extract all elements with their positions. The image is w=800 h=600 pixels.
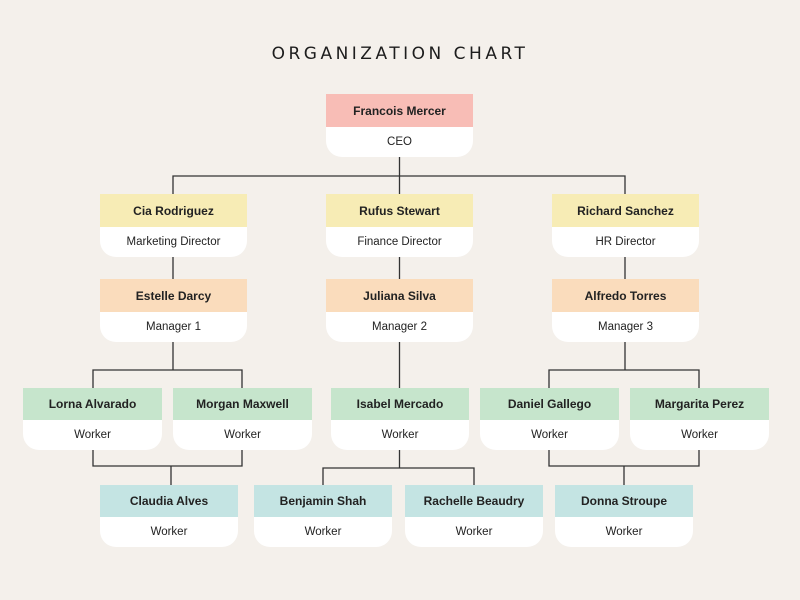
node-role: Worker bbox=[254, 517, 392, 547]
node-role: CEO bbox=[326, 127, 473, 157]
node-name: Rufus Stewart bbox=[326, 194, 473, 227]
node-worker[interactable]: Benjamin Shah Worker bbox=[254, 485, 392, 547]
node-worker[interactable]: Morgan Maxwell Worker bbox=[173, 388, 312, 450]
node-worker[interactable]: Isabel Mercado Worker bbox=[331, 388, 469, 450]
node-role: HR Director bbox=[552, 227, 699, 257]
node-name: Margarita Perez bbox=[630, 388, 769, 420]
node-role: Worker bbox=[555, 517, 693, 547]
node-role: Worker bbox=[100, 517, 238, 547]
node-role: Manager 1 bbox=[100, 312, 247, 342]
node-name: Rachelle Beaudry bbox=[405, 485, 543, 517]
node-worker[interactable]: Lorna Alvarado Worker bbox=[23, 388, 162, 450]
node-role: Worker bbox=[630, 420, 769, 450]
node-manager-2[interactable]: Juliana Silva Manager 2 bbox=[326, 279, 473, 342]
node-manager-3[interactable]: Alfredo Torres Manager 3 bbox=[552, 279, 699, 342]
node-finance-director[interactable]: Rufus Stewart Finance Director bbox=[326, 194, 473, 257]
node-name: Isabel Mercado bbox=[331, 388, 469, 420]
node-name: Alfredo Torres bbox=[552, 279, 699, 312]
node-hr-director[interactable]: Richard Sanchez HR Director bbox=[552, 194, 699, 257]
node-role: Finance Director bbox=[326, 227, 473, 257]
node-name: Estelle Darcy bbox=[100, 279, 247, 312]
node-worker[interactable]: Margarita Perez Worker bbox=[630, 388, 769, 450]
node-role: Marketing Director bbox=[100, 227, 247, 257]
node-name: Daniel Gallego bbox=[480, 388, 619, 420]
node-role: Worker bbox=[23, 420, 162, 450]
node-ceo[interactable]: Francois Mercer CEO bbox=[326, 94, 473, 157]
node-role: Manager 2 bbox=[326, 312, 473, 342]
node-name: Juliana Silva bbox=[326, 279, 473, 312]
node-role: Worker bbox=[480, 420, 619, 450]
node-worker[interactable]: Daniel Gallego Worker bbox=[480, 388, 619, 450]
node-worker[interactable]: Donna Stroupe Worker bbox=[555, 485, 693, 547]
node-role: Manager 3 bbox=[552, 312, 699, 342]
node-role: Worker bbox=[173, 420, 312, 450]
node-name: Cia Rodriguez bbox=[100, 194, 247, 227]
node-manager-1[interactable]: Estelle Darcy Manager 1 bbox=[100, 279, 247, 342]
node-worker[interactable]: Claudia Alves Worker bbox=[100, 485, 238, 547]
node-name: Claudia Alves bbox=[100, 485, 238, 517]
node-name: Morgan Maxwell bbox=[173, 388, 312, 420]
node-name: Lorna Alvarado bbox=[23, 388, 162, 420]
node-role: Worker bbox=[331, 420, 469, 450]
node-role: Worker bbox=[405, 517, 543, 547]
node-name: Francois Mercer bbox=[326, 94, 473, 127]
node-worker[interactable]: Rachelle Beaudry Worker bbox=[405, 485, 543, 547]
chart-title: ORGANIZATION CHART bbox=[271, 44, 529, 64]
node-marketing-director[interactable]: Cia Rodriguez Marketing Director bbox=[100, 194, 247, 257]
node-name: Richard Sanchez bbox=[552, 194, 699, 227]
node-name: Benjamin Shah bbox=[254, 485, 392, 517]
node-name: Donna Stroupe bbox=[555, 485, 693, 517]
